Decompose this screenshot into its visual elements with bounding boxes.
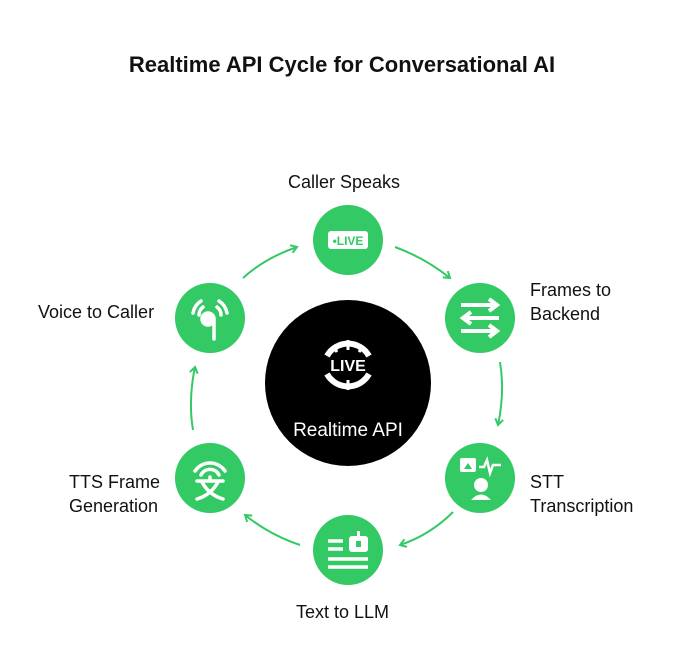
svg-text:•LIVE: •LIVE <box>333 234 364 248</box>
arrow-1 <box>394 246 452 280</box>
diagram-title: Realtime API Cycle for Conversational AI <box>128 52 556 77</box>
arrow-2 <box>494 361 504 427</box>
label-line: Frames to <box>530 280 612 300</box>
step-tts-frame-generation <box>175 443 245 513</box>
realtime-api-hub: LIVE Realtime API <box>265 300 431 466</box>
label-line: STT <box>530 472 564 492</box>
live-globe-icon: LIVE <box>324 340 372 390</box>
bot-text-icon <box>328 531 368 569</box>
arrow-5 <box>189 365 199 431</box>
step-voice-to-caller <box>175 283 245 353</box>
step-frames-to-backend <box>445 283 515 353</box>
live-badge-icon: •LIVE <box>328 231 368 249</box>
arrow-6 <box>242 244 299 279</box>
speech-recognition-icon <box>460 455 501 500</box>
step-caller-speaks: •LIVE <box>313 205 383 275</box>
arrow-3 <box>398 511 454 548</box>
label-line: TTS Frame <box>69 472 161 492</box>
label-text-to-llm: Text to LLM <box>296 602 390 622</box>
arrow-4 <box>243 513 301 546</box>
svg-text:LIVE: LIVE <box>330 358 366 375</box>
earbud-signal-icon <box>191 299 229 341</box>
label-line: Backend <box>530 304 601 324</box>
translate-broadcast-icon <box>193 461 227 501</box>
label-line: Generation <box>69 496 159 516</box>
label-frames-to-backend: Frames to Backend <box>530 278 611 326</box>
step-text-to-llm <box>313 515 383 585</box>
step-stt-transcription <box>445 443 515 513</box>
label-line: Transcription <box>530 496 634 516</box>
label-stt-transcription: STT Transcription <box>530 470 633 518</box>
label-voice-to-caller: Voice to Caller <box>38 302 155 322</box>
center-label: Realtime API <box>293 420 403 441</box>
exchange-arrows-icon <box>459 297 501 339</box>
label-caller-speaks: Caller Speaks <box>288 172 401 192</box>
